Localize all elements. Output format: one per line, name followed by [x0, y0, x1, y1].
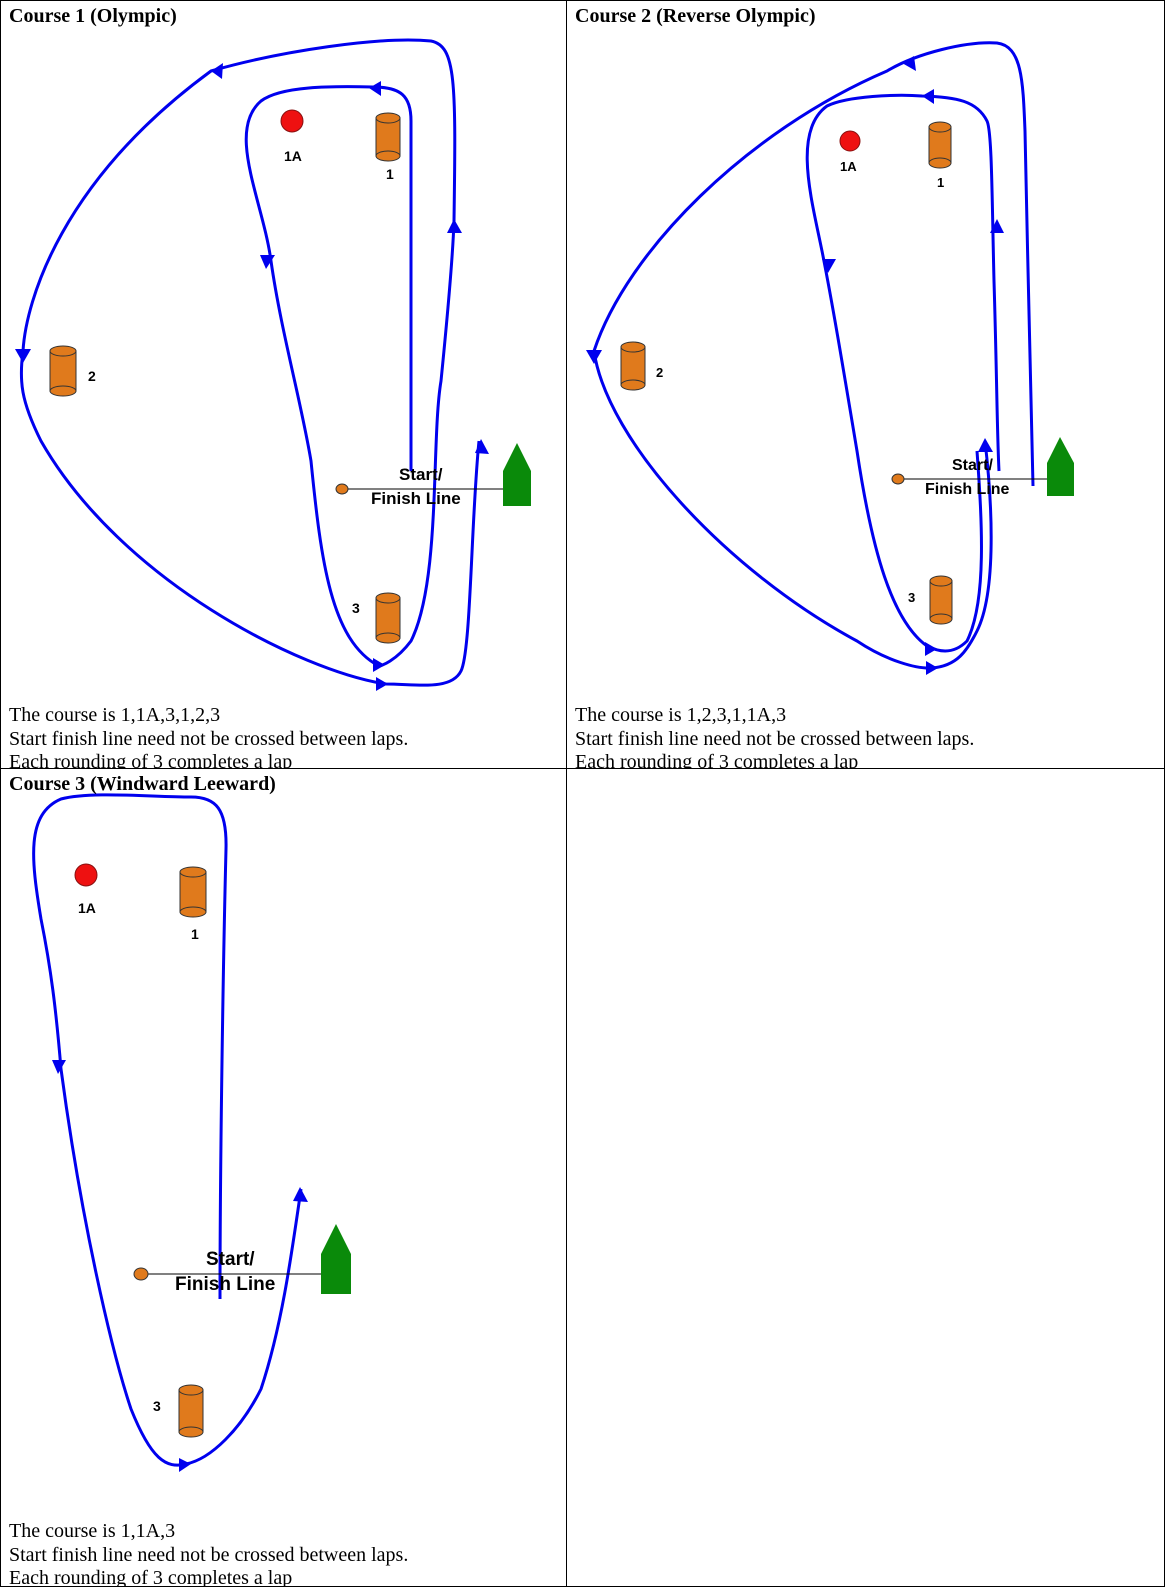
arrow-icon	[260, 255, 275, 269]
course-1-description: The course is 1,1A,3,1,2,3 Start finish …	[9, 704, 408, 768]
mark-1a-label: 1A	[840, 159, 857, 174]
course-3-diagram: 1A 1 3 Start/ Finish Line	[32, 793, 351, 1472]
table-divider-horizontal	[0, 768, 1165, 769]
lap-note: Each rounding of 3 completes a lap	[9, 751, 293, 768]
course-2-description: The course is 1,2,3,1,1A,3 Start finish …	[575, 704, 974, 768]
finish-line-label: Finish Line	[371, 489, 461, 508]
mark-2-buoy	[49, 345, 77, 397]
pin-end-buoy	[335, 483, 349, 495]
course-1-title: Course 1 (Olympic)	[9, 5, 177, 27]
mark-1-label: 1	[937, 175, 944, 190]
empty-cell	[567, 769, 1164, 1586]
committee-boat-icon	[1047, 437, 1074, 496]
arrow-icon	[52, 1060, 66, 1074]
mark-3-buoy	[375, 592, 401, 644]
course-3-cell: 1A 1 3 Start/ Finish Line Course 3 (Wind…	[1, 769, 566, 1586]
arrow-icon	[978, 438, 993, 452]
arrow-icon	[376, 677, 388, 691]
mark-2-label: 2	[88, 368, 96, 384]
arrow-icon	[447, 219, 462, 233]
arrow-icon	[925, 642, 937, 656]
mark-1-buoy	[375, 112, 401, 162]
mark-1-buoy	[928, 121, 952, 169]
course-2-diagram: 1A 1 2 3 Start/ Finish Line	[586, 41, 1074, 675]
mark-1a-buoy	[839, 130, 861, 152]
mark-1-label: 1	[191, 926, 199, 942]
arrow-icon	[373, 658, 385, 672]
start-finish-note: Start finish line need not be crossed be…	[9, 1543, 409, 1566]
course-1-cell: 1A 1 2 3 Start/ Finish Line Course 1 (Ol…	[1, 1, 566, 768]
course-sequence-text: The course is 1,2,3,1,1A,3	[575, 704, 787, 726]
arrow-icon	[475, 439, 489, 454]
finish-line-label: Finish Line	[925, 481, 1010, 498]
course-sequence-text: The course is 1,1A,3,1,2,3	[9, 704, 221, 726]
pin-end-buoy	[891, 473, 905, 485]
mark-2-buoy	[620, 341, 646, 391]
arrow-icon	[902, 56, 916, 71]
course-2-title: Course 2 (Reverse Olympic)	[575, 5, 816, 27]
mark-1a-buoy	[74, 863, 98, 887]
course-sequence-text: The course is 1,1A,3	[9, 1520, 176, 1542]
mark-3-label: 3	[352, 600, 360, 616]
course-3-route	[32, 793, 303, 1467]
arrow-icon	[369, 81, 381, 96]
start-label: Start/	[399, 465, 443, 484]
arrow-icon	[211, 63, 223, 79]
start-label: Start/	[952, 457, 993, 474]
course-1-route-outer	[19, 38, 481, 687]
mark-3-buoy	[929, 575, 953, 625]
arrow-icon	[922, 89, 934, 104]
arrow-icon	[179, 1458, 191, 1472]
arrow-icon	[586, 350, 602, 364]
committee-boat-icon	[321, 1224, 351, 1294]
pin-end-buoy	[133, 1267, 149, 1281]
mark-1a-label: 1A	[78, 900, 96, 916]
lap-note: Each rounding of 3 completes a lap	[9, 1567, 293, 1586]
arrow-icon	[926, 661, 938, 675]
mark-1-label: 1	[386, 166, 394, 182]
course-2-cell: 1A 1 2 3 Start/ Finish Line Course 2 (Re…	[567, 1, 1164, 768]
mark-3-label: 3	[153, 1398, 161, 1414]
mark-1-buoy	[179, 866, 207, 918]
course-2-route-inner	[805, 93, 1001, 653]
arrow-icon	[293, 1187, 308, 1202]
start-finish-note: Start finish line need not be crossed be…	[575, 727, 975, 750]
course-3-title: Course 3 (Windward Leeward)	[9, 773, 276, 795]
mark-3-label: 3	[908, 590, 915, 605]
table-divider-vertical	[566, 0, 567, 1587]
start-label: Start/	[206, 1249, 255, 1270]
course-2-route-outer	[592, 41, 1035, 670]
start-finish-note: Start finish line need not be crossed be…	[9, 727, 409, 750]
mark-1a-label: 1A	[284, 148, 302, 164]
course-1-diagram: 1A 1 2 3 Start/ Finish Line	[15, 38, 531, 691]
course-3-description: The course is 1,1A,3 Start finish line n…	[9, 1520, 408, 1586]
arrow-icon	[990, 219, 1004, 233]
committee-boat-icon	[503, 443, 531, 506]
finish-line-label: Finish Line	[175, 1274, 275, 1295]
mark-1a-buoy	[280, 109, 304, 133]
lap-note: Each rounding of 3 completes a lap	[575, 751, 859, 768]
arrow-icon	[15, 349, 31, 363]
arrow-icon	[822, 259, 836, 273]
mark-3-buoy	[178, 1384, 204, 1438]
mark-2-label: 2	[656, 365, 663, 380]
